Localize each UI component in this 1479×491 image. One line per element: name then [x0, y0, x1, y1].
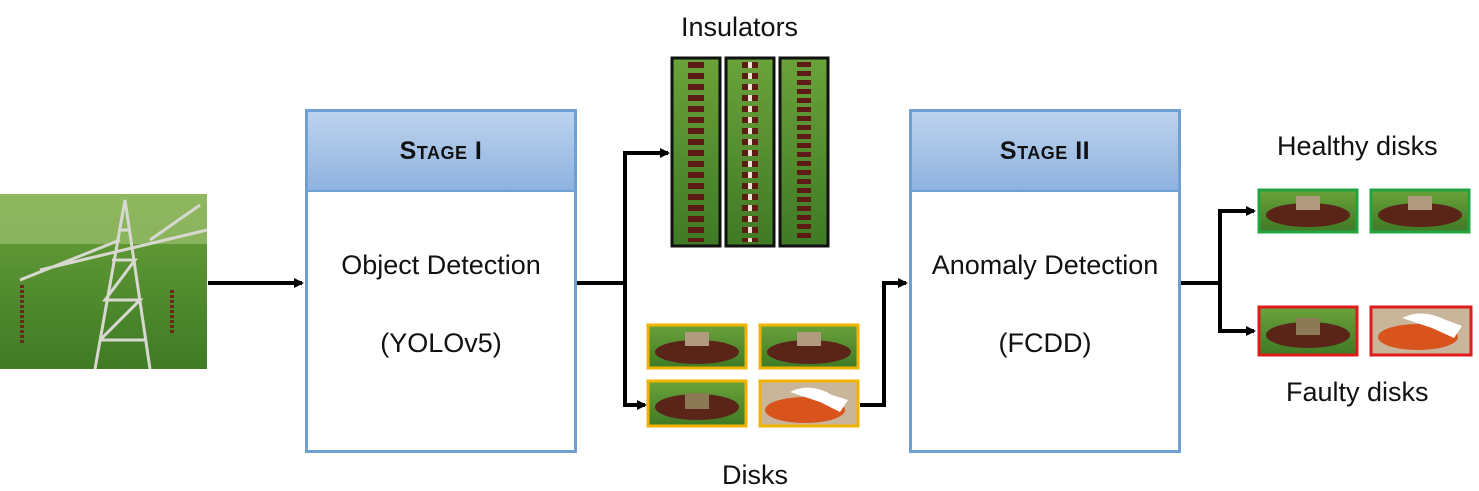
insulator-crop-3 — [778, 56, 830, 248]
stage1-box: Stage I Object Detection (YOLOv5) — [305, 109, 577, 453]
stage2-box: Stage II Anomaly Detection (FCDD) — [909, 109, 1181, 453]
faulty-disk-2 — [1369, 305, 1473, 357]
stage1-title: Stage I — [308, 112, 574, 192]
stage2-task: Anomaly Detection — [931, 250, 1159, 280]
disk-crop-1 — [646, 323, 748, 370]
disk-crop-3 — [646, 379, 748, 428]
disks-label: Disks — [722, 460, 788, 490]
input-tower-photo — [0, 194, 208, 370]
stage2-title: Stage II — [912, 112, 1178, 192]
arrow-stage1-branch — [575, 148, 670, 410]
stage2-method: (FCDD) — [998, 328, 1092, 358]
faulty-disks-label: Faulty disks — [1286, 377, 1429, 407]
faulty-disk-crops — [1257, 305, 1473, 357]
insulators-label: Insulators — [681, 12, 799, 42]
healthy-disk-crops — [1257, 188, 1471, 234]
disk-crop-4 — [758, 379, 860, 428]
disk-crops — [646, 323, 860, 428]
healthy-disk-2 — [1369, 188, 1471, 234]
healthy-disk-1 — [1257, 188, 1359, 234]
arrow-stage2-branch — [1180, 206, 1256, 336]
insulator-crop-1 — [670, 56, 722, 248]
healthy-disks-label: Healthy disks — [1277, 131, 1438, 161]
insulator-crop-2 — [724, 56, 776, 248]
stage1-task: Object Detection — [341, 250, 541, 280]
stage1-method: (YOLOv5) — [380, 328, 502, 358]
insulator-crops — [670, 56, 830, 248]
disk-crop-2 — [758, 323, 860, 370]
arrow-disks-to-stage2 — [860, 278, 908, 407]
faulty-disk-1 — [1257, 305, 1359, 357]
